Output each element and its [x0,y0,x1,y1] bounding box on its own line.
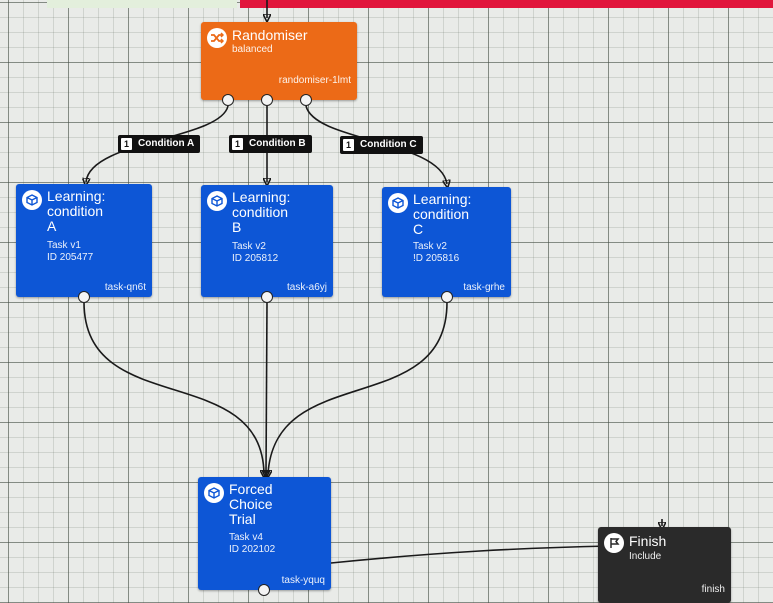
task-node-forced-choice[interactable]: Forced Choice Trial Task v4 ID 202102 ta… [198,477,331,590]
node-subtitle: balanced [232,44,273,55]
task-version: Task v2 [232,241,266,252]
node-title: Learning: condition B [232,189,291,235]
node-title: Learning: condition C [413,191,472,237]
task-a-output-port[interactable] [78,291,90,303]
cube-icon [22,190,42,210]
edge-a-forced [83,301,264,474]
node-title: Forced Choice Trial [229,481,273,527]
randomiser-output-port-a[interactable] [222,94,234,106]
edge-c-forced [268,301,448,474]
shuffle-icon [207,28,227,48]
cube-icon [207,191,227,211]
task-node-learning-a[interactable]: Learning: condition A Task v1 ID 205477 … [16,184,152,297]
node-id: task-a6yj [286,282,327,293]
task-ident: ID 202102 [229,544,276,555]
node-title: Randomiser [232,27,308,43]
forced-choice-output-port[interactable] [258,584,270,596]
randomiser-output-port-c[interactable] [300,94,312,106]
node-id: task-qn6t [104,282,146,293]
task-node-learning-b[interactable]: Learning: condition B Task v2 ID 205812 … [201,185,333,297]
task-version: Task v4 [229,532,263,543]
node-subtitle: Include [629,551,662,562]
task-node-learning-c[interactable]: Learning: condition C Task v2 !D 205816 … [382,187,511,297]
task-c-output-port[interactable] [441,291,453,303]
randomiser-node[interactable]: Randomiser balanced randomiser-1lmt [201,22,357,100]
task-version: Task v2 [413,241,447,252]
node-title: Learning: condition A [47,188,106,234]
top-accent-bar [240,0,773,8]
node-id: task-grhe [463,282,505,293]
condition-count-badge: 1 [232,138,243,150]
randomiser-output-port-b[interactable] [261,94,273,106]
task-ident: !D 205816 [413,253,460,264]
cube-icon [204,483,224,503]
condition-count-badge: 1 [343,139,354,151]
node-id: task-yquq [281,575,325,586]
edge-forced-finish [330,545,611,564]
condition-label-text: Condition A [138,138,195,149]
edge-b-forced [266,301,267,474]
cube-icon [388,193,408,213]
finish-node[interactable]: Finish Include finish [598,527,731,603]
task-ident: ID 205477 [47,252,94,263]
flag-icon [604,533,624,553]
task-b-output-port[interactable] [261,291,273,303]
task-ident: ID 205812 [232,253,279,264]
condition-count-badge: 1 [121,138,132,150]
condition-label-text: Condition B [249,138,306,149]
node-id: randomiser-1lmt [278,75,351,86]
top-bar-left [47,0,237,8]
node-title: Finish [629,533,667,549]
node-id: finish [701,584,725,595]
task-version: Task v1 [47,240,81,251]
condition-label-c[interactable]: 1 Condition C [340,136,423,154]
condition-label-b[interactable]: 1 Condition B [229,135,312,153]
condition-label-text: Condition C [360,139,417,150]
condition-label-a[interactable]: 1 Condition A [118,135,201,153]
